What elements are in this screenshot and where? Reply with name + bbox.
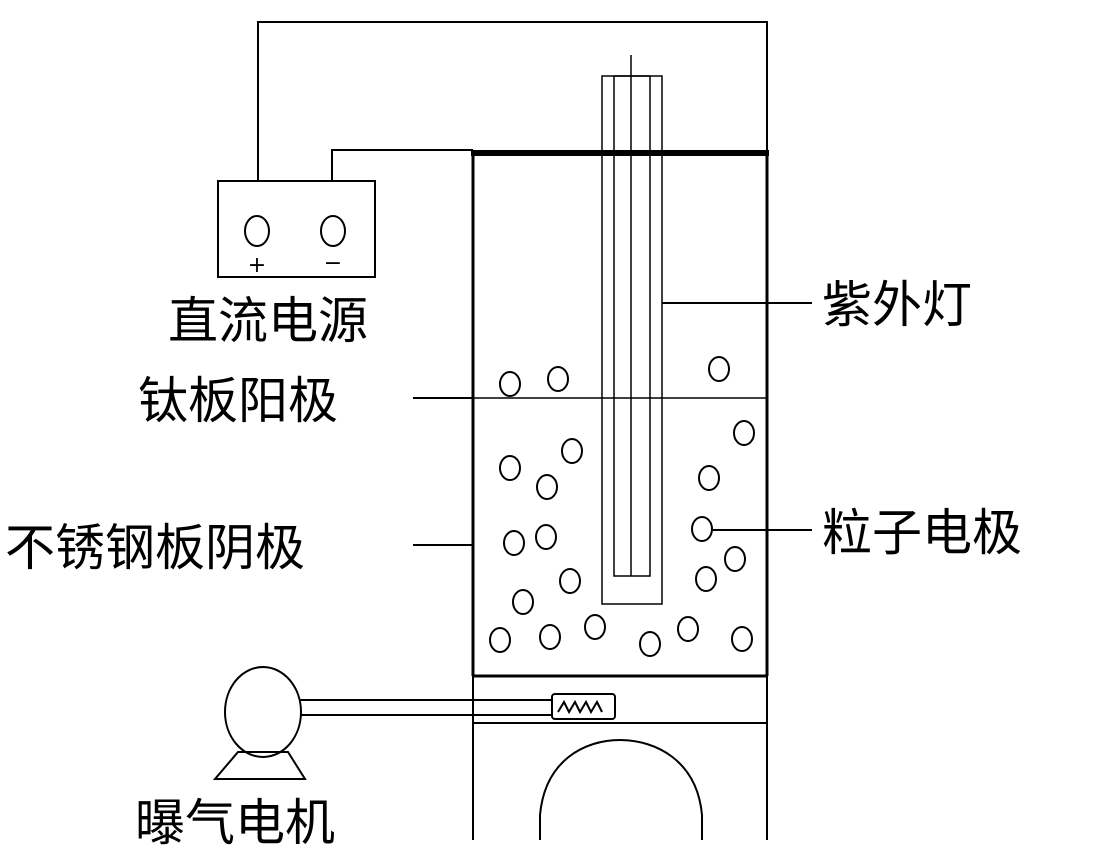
- particle-electrode: [503, 530, 525, 556]
- negative-terminal-icon: [320, 215, 346, 247]
- particle-electrode: [677, 616, 699, 642]
- uv-lamp-label: 紫外灯: [822, 276, 972, 334]
- particle-electrode: [695, 566, 717, 592]
- dc-power-label: 直流电源: [168, 292, 368, 350]
- uv-lamp-tube: [613, 75, 651, 577]
- particle-electrode: [731, 626, 753, 652]
- stand-arch: [539, 738, 703, 840]
- particle-electrode: [708, 356, 730, 382]
- aeration-motor-base: [212, 751, 307, 780]
- particle-electrode: [639, 631, 661, 657]
- power-supply-box: [217, 180, 376, 278]
- diffuser-pattern: [557, 699, 603, 715]
- particle-electrode: [539, 624, 561, 650]
- particle-electrodes: [489, 356, 755, 657]
- particle-electrode: [535, 524, 557, 550]
- wiring: [257, 21, 768, 181]
- particle-electrode: [698, 465, 720, 491]
- particle-electrode: [536, 474, 558, 500]
- leader-lines: [413, 302, 812, 546]
- particle-electrode: [489, 627, 511, 653]
- negative-wire: [331, 149, 473, 181]
- aeration-motor-icon: [224, 666, 302, 758]
- titanium-anode-label: 钛板阳极: [138, 372, 338, 430]
- particle-electrode: [691, 516, 713, 542]
- particle-electrode: [733, 420, 755, 446]
- stainless-steel-cathode-label: 不锈钢板阴极: [5, 519, 305, 577]
- negative-sign: −: [324, 251, 342, 276]
- particle-electrode: [499, 371, 521, 397]
- particle-electrode: [547, 366, 569, 392]
- reactor-stand: [472, 676, 768, 840]
- positive-wire: [257, 21, 768, 181]
- air-diffuser: [551, 693, 616, 720]
- particle-electrode: [561, 438, 583, 464]
- particle-electrode-label: 粒子电极: [822, 504, 1022, 562]
- dc-power-supply: + −: [217, 180, 376, 278]
- particle-electrode: [584, 614, 606, 640]
- uv-lamp: [601, 55, 663, 605]
- particle-electrode: [499, 455, 521, 481]
- positive-terminal-icon: [244, 215, 270, 247]
- particle-electrode: [559, 568, 581, 594]
- reactor-vessel: [471, 150, 769, 678]
- aeration-system: [212, 666, 616, 780]
- aeration-motor-label: 曝气电机: [135, 794, 335, 852]
- particle-electrode: [512, 589, 534, 615]
- particle-electrode: [724, 546, 746, 572]
- positive-sign: +: [248, 253, 266, 278]
